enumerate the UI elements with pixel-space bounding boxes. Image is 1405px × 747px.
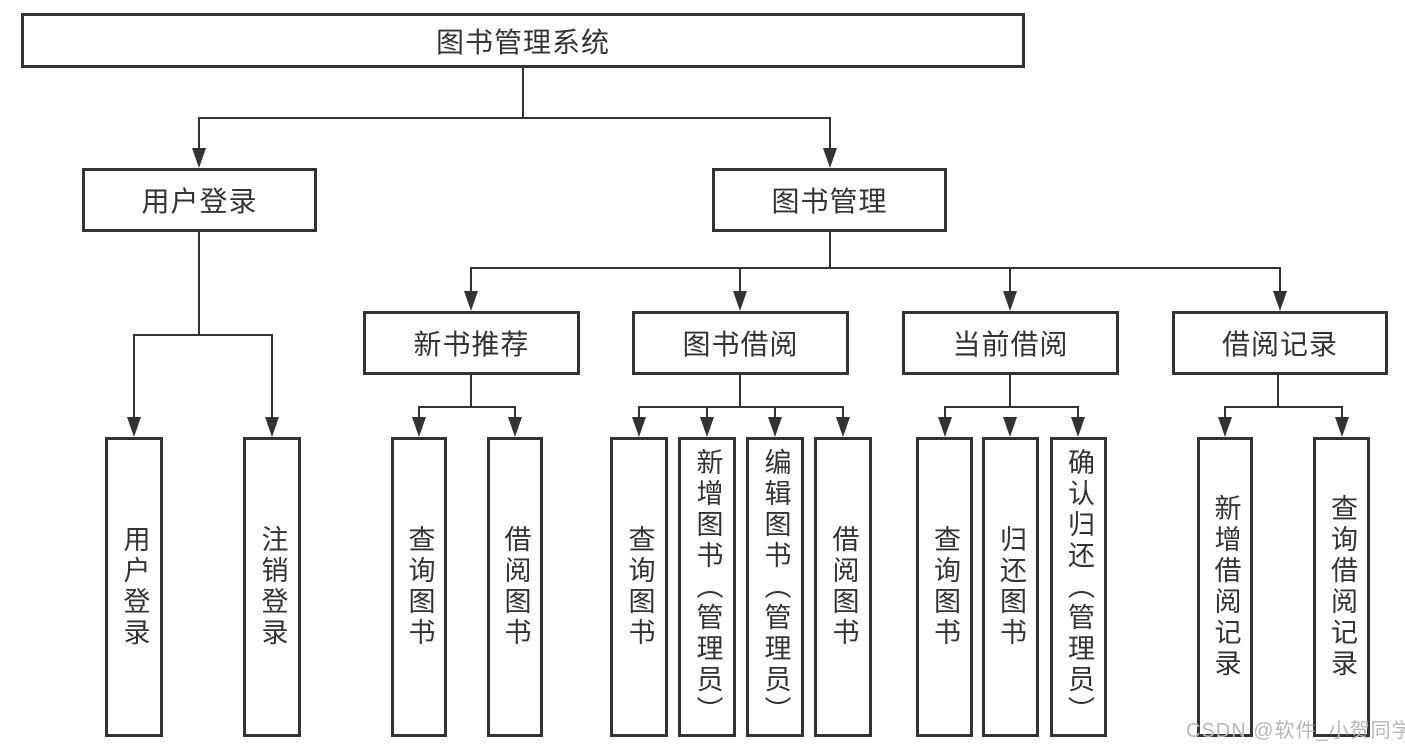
connector-hline	[470, 267, 1281, 269]
arrow-down-icon	[823, 148, 837, 168]
arrow-down-icon	[127, 417, 141, 437]
connector-hline	[1224, 406, 1343, 408]
arrow-down-icon	[192, 148, 206, 168]
connector-vline	[1077, 406, 1079, 420]
node-label: 归还图书	[996, 525, 1026, 649]
arrow-down-icon	[1273, 291, 1287, 311]
arrow-down-icon	[1003, 291, 1017, 311]
node-book-management: 图书管理	[712, 168, 947, 232]
node-label: 查询图书	[930, 525, 960, 649]
leaf-confirm-return-admin: 确认归还（管理员）	[1050, 437, 1107, 737]
connector-vline	[470, 267, 472, 293]
connector-vline	[514, 406, 516, 420]
node-label: 查询图书	[624, 525, 655, 649]
node-label: 当前借阅	[952, 329, 1069, 360]
leaf-edit-books-admin: 编辑图书（管理员）	[746, 437, 804, 737]
leaf-query-books-current: 查询图书	[916, 437, 973, 737]
arrow-down-icon	[836, 417, 850, 437]
connector-hline	[418, 406, 516, 408]
connector-vline	[470, 375, 472, 408]
arrow-down-icon	[632, 417, 646, 437]
connector-vline	[1341, 406, 1343, 420]
node-label: 图书管理	[771, 186, 888, 217]
node-label: 新书推荐	[413, 329, 530, 360]
leaf-query-books-borrow: 查询图书	[610, 437, 668, 737]
node-label: 图书借阅	[682, 329, 799, 360]
node-label: 借阅图书	[500, 525, 531, 649]
leaf-query-borrow-record: 查询借阅记录	[1313, 437, 1370, 737]
node-label: 用户登录	[141, 186, 258, 217]
arrow-down-icon	[508, 417, 522, 437]
connector-vline	[739, 375, 741, 408]
leaf-add-books-admin: 新增图书（管理员）	[678, 437, 736, 737]
arrow-down-icon	[733, 291, 747, 311]
node-label: 用户登录	[119, 525, 150, 649]
connector-vline	[198, 232, 200, 335]
node-label: 新增图书（管理员）	[692, 447, 723, 727]
leaf-return-books: 归还图书	[982, 437, 1039, 737]
leaf-logout: 注销登录	[243, 437, 301, 737]
connector-vline	[829, 232, 831, 268]
connector-vline	[522, 68, 524, 118]
arrow-down-icon	[265, 417, 279, 437]
connector-vline	[706, 406, 708, 420]
node-label: 借阅图书	[828, 525, 859, 649]
connector-hline	[944, 406, 1079, 408]
connector-vline	[1224, 406, 1226, 420]
connector-vline	[1009, 375, 1011, 408]
arrow-down-icon	[1003, 417, 1017, 437]
csdn-watermark: CSDN @软件_小贺同学	[1186, 720, 1405, 742]
node-label: 图书管理系统	[435, 26, 610, 58]
arrow-down-icon	[1335, 417, 1349, 437]
connector-vline	[1009, 267, 1011, 293]
arrow-down-icon	[1071, 417, 1085, 437]
arrow-down-icon	[938, 417, 952, 437]
leaf-user-login: 用户登录	[105, 437, 163, 737]
node-label: 借阅记录	[1221, 329, 1338, 360]
connector-vline	[842, 406, 844, 420]
connector-vline	[418, 406, 420, 420]
node-user-login: 用户登录	[82, 168, 317, 232]
leaf-query-books-recommend: 查询图书	[391, 437, 447, 737]
leaf-borrow-books-recommend: 借阅图书	[487, 437, 543, 737]
node-label: 注销登录	[257, 525, 288, 649]
connector-vline	[829, 117, 831, 151]
connector-vline	[774, 406, 776, 420]
connector-vline	[198, 117, 200, 151]
arrow-down-icon	[1218, 417, 1232, 437]
node-label: 新增借阅记录	[1210, 494, 1241, 680]
connector-hline	[133, 334, 273, 336]
connector-vline	[133, 334, 135, 420]
node-label: 查询图书	[404, 525, 435, 649]
connector-vline	[1277, 375, 1279, 408]
connector-hline	[198, 117, 831, 119]
node-new-book-recommend: 新书推荐	[363, 311, 580, 375]
leaf-add-borrow-record: 新增借阅记录	[1197, 437, 1253, 737]
connector-vline	[739, 267, 741, 293]
leaf-borrow-books: 借阅图书	[814, 437, 872, 737]
connector-vline	[271, 334, 273, 420]
connector-vline	[944, 406, 946, 420]
arrow-down-icon	[700, 417, 714, 437]
connector-vline	[638, 406, 640, 420]
node-label: 编辑图书（管理员）	[760, 447, 791, 727]
arrow-down-icon	[464, 291, 478, 311]
node-label: 查询借阅记录	[1327, 494, 1357, 680]
connector-hline	[638, 406, 844, 408]
arrow-down-icon	[412, 417, 426, 437]
node-borrow-record: 借阅记录	[1172, 311, 1388, 375]
node-book-borrow: 图书借阅	[632, 311, 849, 375]
arrow-down-icon	[768, 417, 782, 437]
node-current-borrow: 当前借阅	[902, 311, 1119, 375]
node-root: 图书管理系统	[21, 13, 1025, 68]
node-label: 确认归还（管理员）	[1064, 447, 1094, 727]
connector-vline	[1279, 267, 1281, 293]
